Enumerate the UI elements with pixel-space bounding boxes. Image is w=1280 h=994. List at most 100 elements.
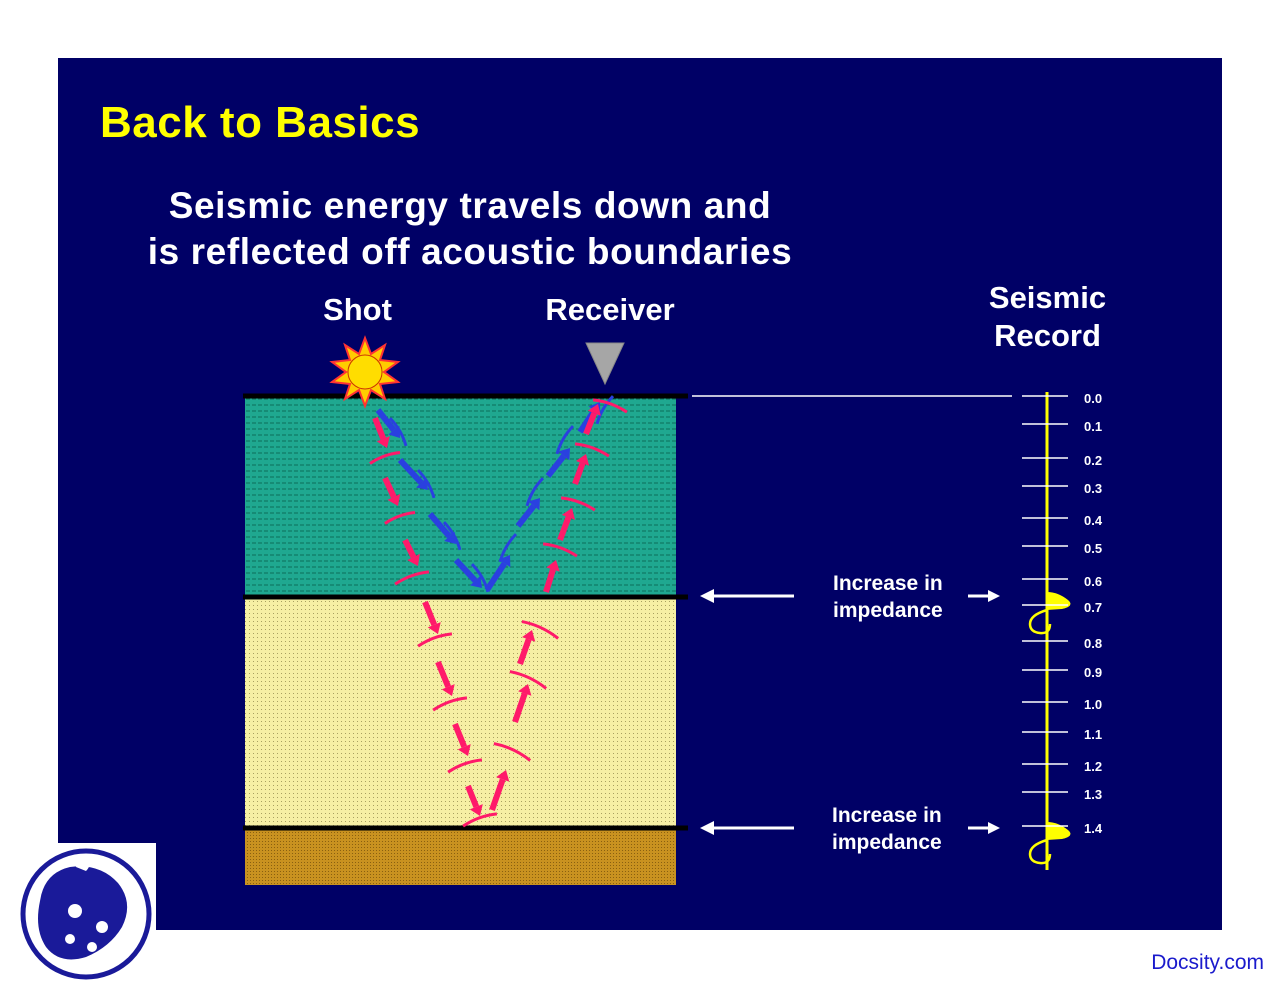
slide-title: Back to Basics <box>100 98 421 147</box>
slide-subtitle: Seismic energy travels down and is refle… <box>110 183 830 275</box>
wavefront-arc <box>521 620 560 640</box>
impedance-1-line-2: impedance <box>833 599 943 622</box>
ray-arrowhead <box>518 684 532 696</box>
ray-arrow <box>452 722 468 748</box>
shot-label: Shot <box>323 292 392 327</box>
wavefront-arc <box>574 442 610 458</box>
ray-arrowhead <box>387 493 401 506</box>
ray-arrowhead <box>498 555 511 568</box>
impedance-arrow-right-1 <box>968 590 1000 602</box>
ray-arrow <box>382 476 397 499</box>
ray-arrow <box>489 778 506 811</box>
time-tick-label: 0.1 <box>1084 419 1102 434</box>
wavefront-arc <box>388 417 408 447</box>
ray-arrow <box>453 557 478 583</box>
wavefront-arc <box>542 542 578 558</box>
time-tick-label: 0.7 <box>1084 600 1102 615</box>
ray-arrowhead <box>528 498 540 511</box>
ray-arrow <box>545 454 567 478</box>
record-label-line-1: Seismic <box>988 280 1107 315</box>
time-tick-label: 1.3 <box>1084 787 1102 802</box>
ray-arrow <box>517 638 532 665</box>
ray-arrowhead <box>496 770 510 782</box>
ray-arrowhead <box>558 448 570 461</box>
impedance-arrow-left-1 <box>700 589 794 603</box>
wavefront-arc <box>555 425 575 455</box>
logo-box <box>0 843 156 989</box>
time-tick-label: 0.2 <box>1084 453 1102 468</box>
wavefront-arc <box>432 696 468 712</box>
wavefront-arc <box>493 742 532 762</box>
wavefront-arc <box>498 533 518 563</box>
ray-arrow <box>512 692 528 723</box>
ray-arrow <box>515 504 537 528</box>
impedance-label-1: Increase in impedance <box>833 570 983 624</box>
wavefront-arc <box>595 395 615 425</box>
impedance-2-line-1: Increase in <box>832 804 942 827</box>
time-tick-label: 0.3 <box>1084 481 1102 496</box>
wavefront-arc <box>525 477 545 507</box>
receiver-icon <box>585 342 625 386</box>
receiver-label: Receiver <box>545 292 675 327</box>
impedance-1-line-1: Increase in <box>833 572 943 595</box>
ray-arrow <box>572 462 586 486</box>
time-tick-label: 0.6 <box>1084 574 1102 589</box>
wavefront-arc <box>417 632 453 648</box>
wavefront-arc <box>462 812 498 828</box>
ray-arrowhead <box>546 560 560 572</box>
ray-arrowhead <box>561 508 576 520</box>
wavefront-arc <box>384 511 416 525</box>
docsity-watermark: Docsity.com <box>1151 951 1264 974</box>
seismic-trace <box>1028 392 1071 870</box>
seismic-record-label: Seismic Record <box>960 279 1135 355</box>
wavefront-arc <box>369 451 401 465</box>
ray-arrowhead <box>522 630 536 642</box>
time-tick-label: 0.0 <box>1084 391 1102 406</box>
time-tick-label: 0.8 <box>1084 636 1102 651</box>
time-ticks: 0.00.10.20.30.40.50.60.70.80.91.01.11.21… <box>1022 391 1103 836</box>
subtitle-line-2: is reflected off acoustic boundaries <box>147 231 793 272</box>
time-tick-label: 0.5 <box>1084 541 1102 556</box>
ray-arrow <box>583 412 598 436</box>
ray-arrow <box>435 660 451 688</box>
docsity-logo-icon <box>20 848 152 980</box>
ray-arrow <box>484 561 508 592</box>
ray-arrow <box>402 538 417 559</box>
time-tick-label: 1.0 <box>1084 697 1102 712</box>
ray-arrowhead <box>441 684 455 696</box>
wavefront-arc <box>560 496 596 512</box>
ray-paths <box>369 395 628 828</box>
ray-arrowhead <box>407 553 420 566</box>
ray-arrow <box>465 784 480 808</box>
wavefront-arc <box>447 758 483 774</box>
ray-arrowhead <box>575 454 590 466</box>
sun-icon <box>329 335 401 409</box>
ray-arrowhead <box>376 436 390 448</box>
time-tick-label: 0.4 <box>1084 513 1103 528</box>
wavefront-arc <box>509 670 548 690</box>
ray-arrowhead <box>427 622 441 634</box>
ray-arrow <box>375 408 397 432</box>
wavefront-arc <box>442 521 462 551</box>
ray-arrowhead <box>457 744 471 756</box>
time-tick-label: 1.2 <box>1084 759 1102 774</box>
ray-arrowhead <box>587 404 601 416</box>
ray-arrow <box>543 568 556 593</box>
ray-arrowhead <box>470 575 482 588</box>
ray-arrow <box>397 457 424 485</box>
impedance-arrow-left-2 <box>700 821 794 835</box>
wavefront-arc <box>416 469 436 499</box>
record-label-line-2: Record <box>994 318 1101 353</box>
impedance-2-line-2: impedance <box>832 831 942 854</box>
time-tick-label: 0.9 <box>1084 665 1102 680</box>
wavefront-arc <box>592 398 628 414</box>
time-tick-label: 1.4 <box>1084 821 1103 836</box>
layer-3 <box>245 828 676 885</box>
ray-arrowhead <box>469 804 483 816</box>
ray-arrow <box>557 516 572 542</box>
layer-2 <box>245 597 676 828</box>
impedance-arrow-right-2 <box>968 822 1000 834</box>
wavefront-arc <box>394 570 430 586</box>
subtitle-line-1: Seismic energy travels down and <box>168 185 772 226</box>
